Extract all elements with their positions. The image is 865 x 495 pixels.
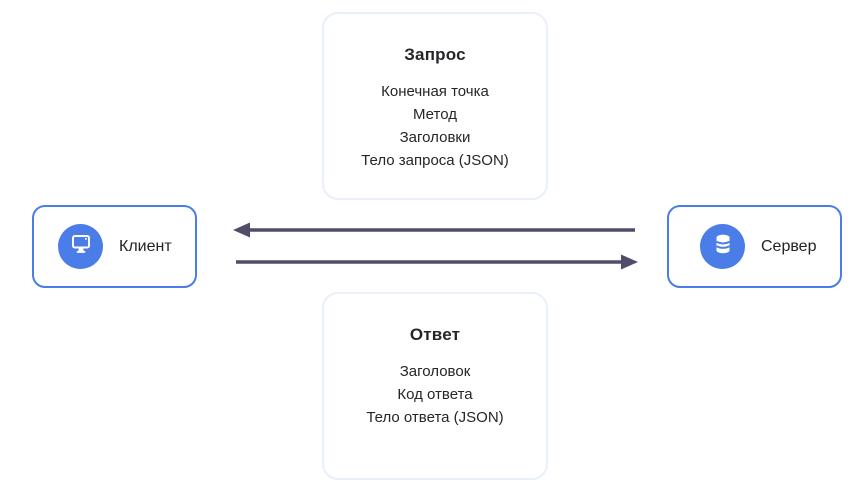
response-card: Ответ Заголовок Код ответа Тело ответа (…: [322, 292, 548, 480]
request-item: Метод: [413, 106, 457, 123]
response-item: Код ответа: [397, 386, 473, 403]
request-item: Заголовки: [399, 129, 471, 146]
request-item: Тело запроса (JSON): [361, 152, 509, 169]
response-card-items: Заголовок Код ответа Тело ответа (JSON): [324, 360, 546, 429]
client-label: Клиент: [119, 237, 172, 255]
server-label: Сервер: [761, 237, 817, 255]
database-icon: [711, 232, 735, 261]
response-card-title: Ответ: [409, 325, 461, 344]
request-card-title: Запрос: [404, 45, 466, 64]
request-item: Конечная точка: [381, 83, 489, 100]
client-node: Клиент: [32, 205, 197, 288]
server-node: Сервер: [667, 205, 842, 288]
arrow-to-server: [236, 254, 638, 270]
response-item: Тело ответа (JSON): [366, 409, 504, 426]
client-icon-circle: [58, 224, 103, 269]
request-card-items: Конечная точка Метод Заголовки Тело запр…: [324, 80, 546, 172]
arrow-to-client: [233, 222, 635, 238]
response-item: Заголовок: [399, 363, 471, 380]
request-card: Запрос Конечная точка Метод Заголовки Те…: [322, 12, 548, 200]
monitor-icon: [69, 232, 93, 261]
server-icon-circle: [700, 224, 745, 269]
